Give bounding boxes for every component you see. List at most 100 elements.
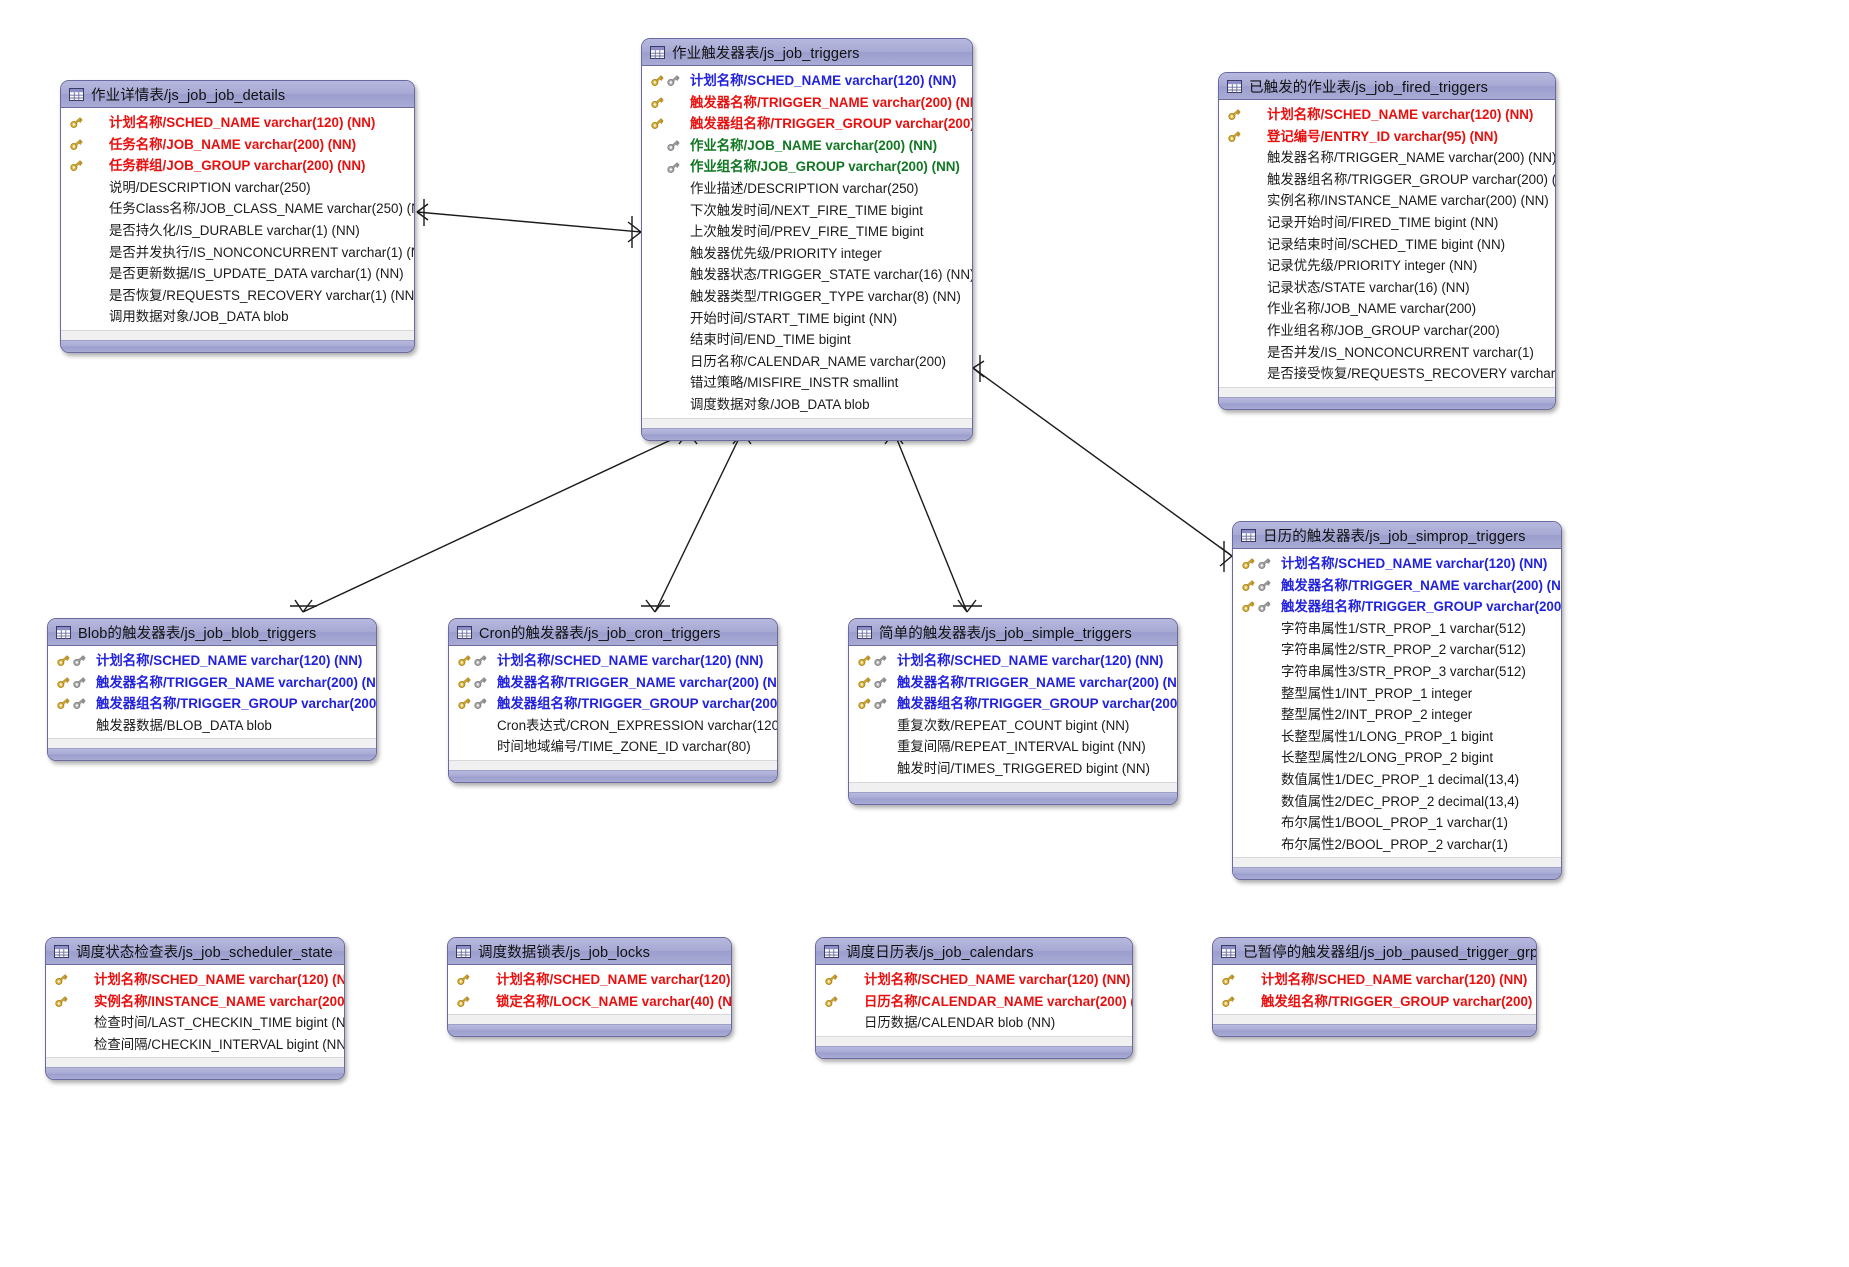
column-row[interactable]: 是否更新数据/IS_UPDATE_DATA varchar(1) (NN) [61, 263, 414, 285]
column-row[interactable]: 触发器名称/TRIGGER_NAME varchar(200) (NN) [48, 672, 376, 694]
column-row[interactable]: 说明/DESCRIPTION varchar(250) [61, 177, 414, 199]
column-row[interactable]: 计划名称/SCHED_NAME varchar(120) (NN) [61, 112, 414, 134]
entity-table-cron_triggers[interactable]: Cron的触发器表/js_job_cron_triggers 计划名称/SCHED… [448, 618, 778, 783]
table-header-calendars[interactable]: 调度日历表/js_job_calendars [816, 938, 1132, 965]
column-row[interactable]: 触发器组名称/TRIGGER_GROUP varchar(200) (NN) [449, 693, 777, 715]
column-row[interactable]: 触发组名称/TRIGGER_GROUP varchar(200) (NN) [1213, 991, 1536, 1013]
table-header-job_triggers[interactable]: 作业触发器表/js_job_triggers [642, 39, 972, 66]
column-row[interactable]: 数值属性2/DEC_PROP_2 decimal(13,4) [1233, 791, 1561, 813]
table-header-locks[interactable]: 调度数据锁表/js_job_locks [448, 938, 731, 965]
column-row[interactable]: 登记编号/ENTRY_ID varchar(95) (NN) [1219, 126, 1555, 148]
entity-table-simple_triggers[interactable]: 简单的触发器表/js_job_simple_triggers 计划名称/SCHED… [848, 618, 1178, 805]
column-row[interactable]: 调度数据对象/JOB_DATA blob [642, 394, 972, 416]
column-row[interactable]: 触发器名称/TRIGGER_NAME varchar(200) (NN) [449, 672, 777, 694]
column-row[interactable]: 布尔属性2/BOOL_PROP_2 varchar(1) [1233, 834, 1561, 856]
column-row[interactable]: 日历数据/CALENDAR blob (NN) [816, 1012, 1132, 1034]
column-row[interactable]: 记录状态/STATE varchar(16) (NN) [1219, 277, 1555, 299]
table-header-cron_triggers[interactable]: Cron的触发器表/js_job_cron_triggers [449, 619, 777, 646]
column-row[interactable]: 触发器组名称/TRIGGER_GROUP varchar(200) (NN) [48, 693, 376, 715]
column-row[interactable]: 任务名称/JOB_NAME varchar(200) (NN) [61, 134, 414, 156]
column-row[interactable]: 检查间隔/CHECKIN_INTERVAL bigint (NN) [46, 1034, 344, 1056]
table-header-simprop_triggers[interactable]: 日历的触发器表/js_job_simprop_triggers [1233, 522, 1561, 549]
column-row[interactable]: 字符串属性2/STR_PROP_2 varchar(512) [1233, 639, 1561, 661]
entity-table-simprop_triggers[interactable]: 日历的触发器表/js_job_simprop_triggers 计划名称/SCHE… [1232, 521, 1562, 881]
table-header-simple_triggers[interactable]: 简单的触发器表/js_job_simple_triggers [849, 619, 1177, 646]
column-row[interactable]: 错过策略/MISFIRE_INSTR smallint [642, 372, 972, 394]
column-row[interactable]: 时间地域编号/TIME_ZONE_ID varchar(80) [449, 736, 777, 758]
entity-table-fired_triggers[interactable]: 已触发的作业表/js_job_fired_triggers 计划名称/SCHED_… [1218, 72, 1556, 410]
column-row[interactable]: 触发器组名称/TRIGGER_GROUP varchar(200) (NN) [849, 693, 1177, 715]
column-row[interactable]: 是否并发执行/IS_NONCONCURRENT varchar(1) (NN) [61, 242, 414, 264]
table-header-fired_triggers[interactable]: 已触发的作业表/js_job_fired_triggers [1219, 73, 1555, 100]
column-row[interactable]: 日历名称/CALENDAR_NAME varchar(200) [642, 351, 972, 373]
column-row[interactable]: 作业名称/JOB_NAME varchar(200) [1219, 298, 1555, 320]
column-row[interactable]: 结束时间/END_TIME bigint [642, 329, 972, 351]
column-row[interactable]: 整型属性1/INT_PROP_1 integer [1233, 683, 1561, 705]
column-row[interactable]: 作业名称/JOB_NAME varchar(200) (NN) [642, 135, 972, 157]
column-row[interactable]: 锁定名称/LOCK_NAME varchar(40) (NN) [448, 991, 731, 1013]
column-row[interactable]: 计划名称/SCHED_NAME varchar(120) (NN) [448, 969, 731, 991]
column-row[interactable]: 触发器组名称/TRIGGER_GROUP varchar(200) (NN) [1233, 596, 1561, 618]
entity-table-locks[interactable]: 调度数据锁表/js_job_locks 计划名称/SCHED_NAME varch… [447, 937, 732, 1038]
column-row[interactable]: 计划名称/SCHED_NAME varchar(120) (NN) [1233, 553, 1561, 575]
column-row[interactable]: 触发器类型/TRIGGER_TYPE varchar(8) (NN) [642, 286, 972, 308]
column-row[interactable]: 字符串属性3/STR_PROP_3 varchar(512) [1233, 661, 1561, 683]
column-row[interactable]: 触发器名称/TRIGGER_NAME varchar(200) (NN) [1233, 575, 1561, 597]
column-row[interactable]: 调用数据对象/JOB_DATA blob [61, 306, 414, 328]
column-row[interactable]: 计划名称/SCHED_NAME varchar(120) (NN) [48, 650, 376, 672]
column-row[interactable]: 下次触发时间/NEXT_FIRE_TIME bigint [642, 200, 972, 222]
column-row[interactable]: 计划名称/SCHED_NAME varchar(120) (NN) [642, 70, 972, 92]
column-row[interactable]: 上次触发时间/PREV_FIRE_TIME bigint [642, 221, 972, 243]
column-row[interactable]: 触发器名称/TRIGGER_NAME varchar(200) (NN) [849, 672, 1177, 694]
column-row[interactable]: 是否持久化/IS_DURABLE varchar(1) (NN) [61, 220, 414, 242]
table-header-scheduler_state[interactable]: 调度状态检查表/js_job_scheduler_state [46, 938, 344, 965]
column-row[interactable]: 任务Class名称/JOB_CLASS_NAME varchar(250) (N… [61, 198, 414, 220]
column-row[interactable]: 数值属性1/DEC_PROP_1 decimal(13,4) [1233, 769, 1561, 791]
table-header-paused_trigger_grps[interactable]: 已暂停的触发器组/js_job_paused_trigger_grps [1213, 938, 1536, 965]
column-row[interactable]: Cron表达式/CRON_EXPRESSION varchar(120) (NN… [449, 715, 777, 737]
column-row[interactable]: 触发器组名称/TRIGGER_GROUP varchar(200) (NN) [1219, 169, 1555, 191]
column-row[interactable]: 记录开始时间/FIRED_TIME bigint (NN) [1219, 212, 1555, 234]
column-row[interactable]: 重复间隔/REPEAT_INTERVAL bigint (NN) [849, 736, 1177, 758]
column-row[interactable]: 作业组名称/JOB_GROUP varchar(200) [1219, 320, 1555, 342]
column-row[interactable]: 触发器组名称/TRIGGER_GROUP varchar(200) (NN) [642, 113, 972, 135]
column-row[interactable]: 字符串属性1/STR_PROP_1 varchar(512) [1233, 618, 1561, 640]
column-row[interactable]: 计划名称/SCHED_NAME varchar(120) (NN) [449, 650, 777, 672]
column-row[interactable]: 触发器状态/TRIGGER_STATE varchar(16) (NN) [642, 264, 972, 286]
entity-table-job_details[interactable]: 作业详情表/js_job_job_details 计划名称/SCHED_NAME … [60, 80, 415, 353]
column-row[interactable]: 布尔属性1/BOOL_PROP_1 varchar(1) [1233, 812, 1561, 834]
column-row[interactable]: 实例名称/INSTANCE_NAME varchar(200) (NN) [1219, 190, 1555, 212]
column-row[interactable]: 触发器名称/TRIGGER_NAME varchar(200) (NN) [642, 92, 972, 114]
column-row[interactable]: 计划名称/SCHED_NAME varchar(120) (NN) [1219, 104, 1555, 126]
column-row[interactable]: 触发器数据/BLOB_DATA blob [48, 715, 376, 737]
entity-table-blob_triggers[interactable]: Blob的触发器表/js_job_blob_triggers 计划名称/SCHED… [47, 618, 377, 762]
column-row[interactable]: 长整型属性1/LONG_PROP_1 bigint [1233, 726, 1561, 748]
column-row[interactable]: 触发器优先级/PRIORITY integer [642, 243, 972, 265]
column-row[interactable]: 检查时间/LAST_CHECKIN_TIME bigint (NN) [46, 1012, 344, 1034]
entity-table-calendars[interactable]: 调度日历表/js_job_calendars 计划名称/SCHED_NAME va… [815, 937, 1133, 1059]
column-row[interactable]: 作业描述/DESCRIPTION varchar(250) [642, 178, 972, 200]
column-row[interactable]: 记录结束时间/SCHED_TIME bigint (NN) [1219, 234, 1555, 256]
column-row[interactable]: 计划名称/SCHED_NAME varchar(120) (NN) [46, 969, 344, 991]
column-row[interactable]: 整型属性2/INT_PROP_2 integer [1233, 704, 1561, 726]
column-row[interactable]: 计划名称/SCHED_NAME varchar(120) (NN) [849, 650, 1177, 672]
column-row[interactable]: 是否恢复/REQUESTS_RECOVERY varchar(1) (NN) [61, 285, 414, 307]
column-row[interactable]: 重复次数/REPEAT_COUNT bigint (NN) [849, 715, 1177, 737]
column-row[interactable]: 记录优先级/PRIORITY integer (NN) [1219, 255, 1555, 277]
table-header-job_details[interactable]: 作业详情表/js_job_job_details [61, 81, 414, 108]
entity-table-scheduler_state[interactable]: 调度状态检查表/js_job_scheduler_state 计划名称/SCHED… [45, 937, 345, 1081]
entity-table-paused_trigger_grps[interactable]: 已暂停的触发器组/js_job_paused_trigger_grps 计划名称/… [1212, 937, 1537, 1038]
column-row[interactable]: 任务群组/JOB_GROUP varchar(200) (NN) [61, 155, 414, 177]
column-row[interactable]: 实例名称/INSTANCE_NAME varchar(200) (NN) [46, 991, 344, 1013]
table-header-blob_triggers[interactable]: Blob的触发器表/js_job_blob_triggers [48, 619, 376, 646]
column-row[interactable]: 长整型属性2/LONG_PROP_2 bigint [1233, 747, 1561, 769]
column-row[interactable]: 是否并发/IS_NONCONCURRENT varchar(1) [1219, 342, 1555, 364]
column-row[interactable]: 计划名称/SCHED_NAME varchar(120) (NN) [816, 969, 1132, 991]
column-row[interactable]: 作业组名称/JOB_GROUP varchar(200) (NN) [642, 156, 972, 178]
column-row[interactable]: 日历名称/CALENDAR_NAME varchar(200) (NN) [816, 991, 1132, 1013]
column-row[interactable]: 是否接受恢复/REQUESTS_RECOVERY varchar(1) [1219, 363, 1555, 385]
column-row[interactable]: 触发器名称/TRIGGER_NAME varchar(200) (NN) [1219, 147, 1555, 169]
entity-table-job_triggers[interactable]: 作业触发器表/js_job_triggers 计划名称/SCHED_NAME va… [641, 38, 973, 441]
column-row[interactable]: 触发时间/TIMES_TRIGGERED bigint (NN) [849, 758, 1177, 780]
column-row[interactable]: 计划名称/SCHED_NAME varchar(120) (NN) [1213, 969, 1536, 991]
